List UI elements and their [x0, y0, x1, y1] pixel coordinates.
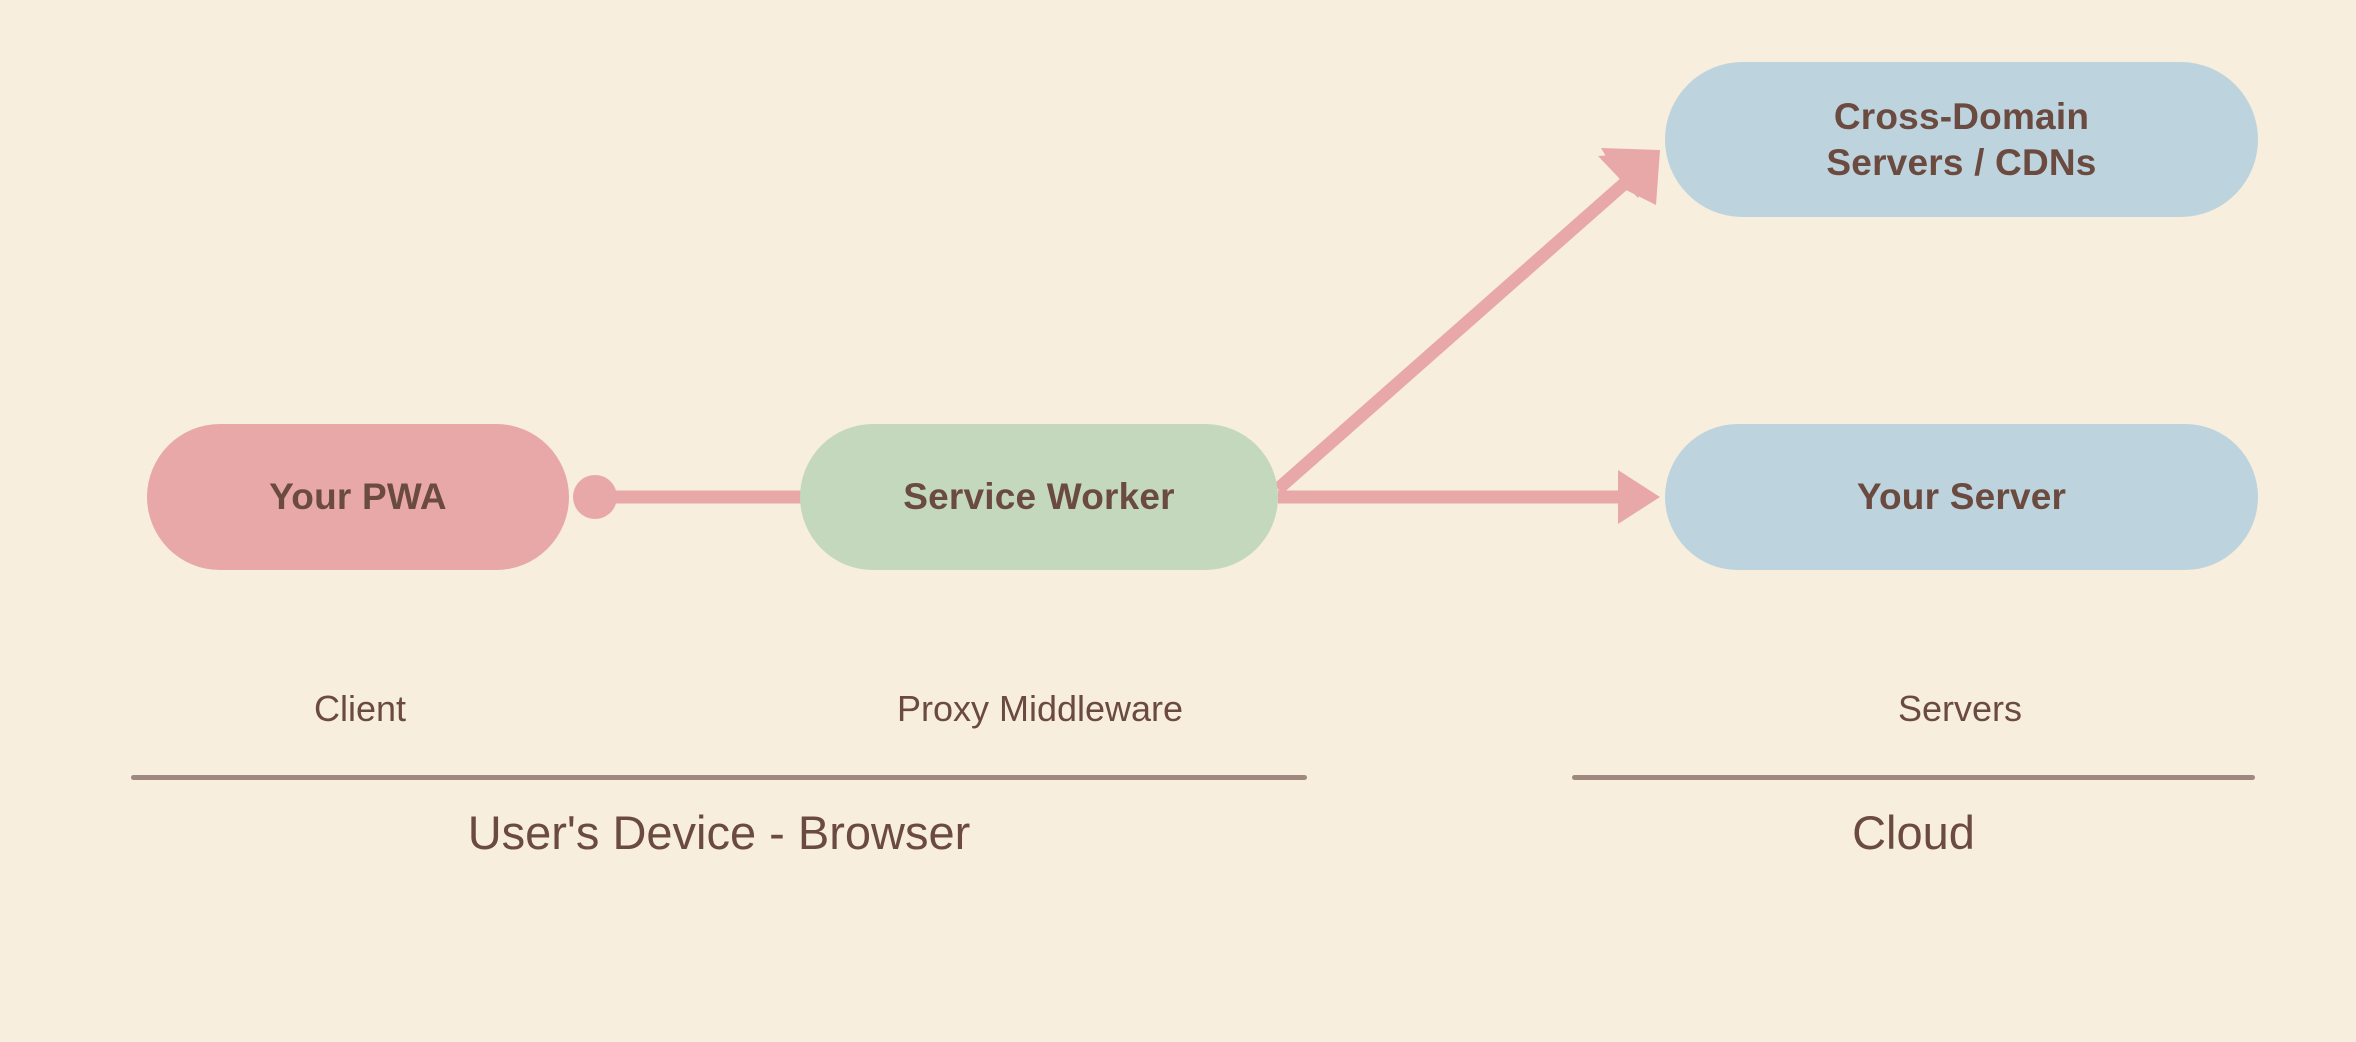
edge-pwa-to-service-worker [573, 475, 801, 519]
edge-start-dot [573, 475, 617, 519]
node-your-pwa[interactable]: Your PWA [147, 424, 569, 570]
node-label: Your PWA [269, 476, 447, 518]
node-your-server[interactable]: Your Server [1665, 424, 2258, 570]
edge-service-worker-to-cross-domain [1273, 148, 1660, 494]
divider-device [131, 775, 1307, 780]
node-label: Service Worker [903, 476, 1175, 518]
arrowhead-icon [1618, 470, 1660, 524]
node-service-worker[interactable]: Service Worker [800, 424, 1278, 570]
zone-label-proxy-middleware: Proxy Middleware [896, 688, 1184, 729]
node-label: Cross-Domain Servers / CDNs [1826, 96, 2097, 183]
group-label-users-device-browser: User's Device - Browser [467, 806, 971, 859]
divider-cloud [1572, 775, 2255, 780]
group-label-cloud: Cloud [1852, 806, 1975, 859]
node-cross-domain-servers[interactable]: Cross-Domain Servers / CDNs [1665, 62, 2258, 217]
arrowhead-icon [1598, 152, 1659, 198]
edge-service-worker-to-your-server [1278, 470, 1660, 524]
zone-label-servers: Servers [1897, 688, 2023, 729]
node-label: Your Server [1856, 476, 2067, 518]
zone-label-client: Client [313, 688, 407, 729]
